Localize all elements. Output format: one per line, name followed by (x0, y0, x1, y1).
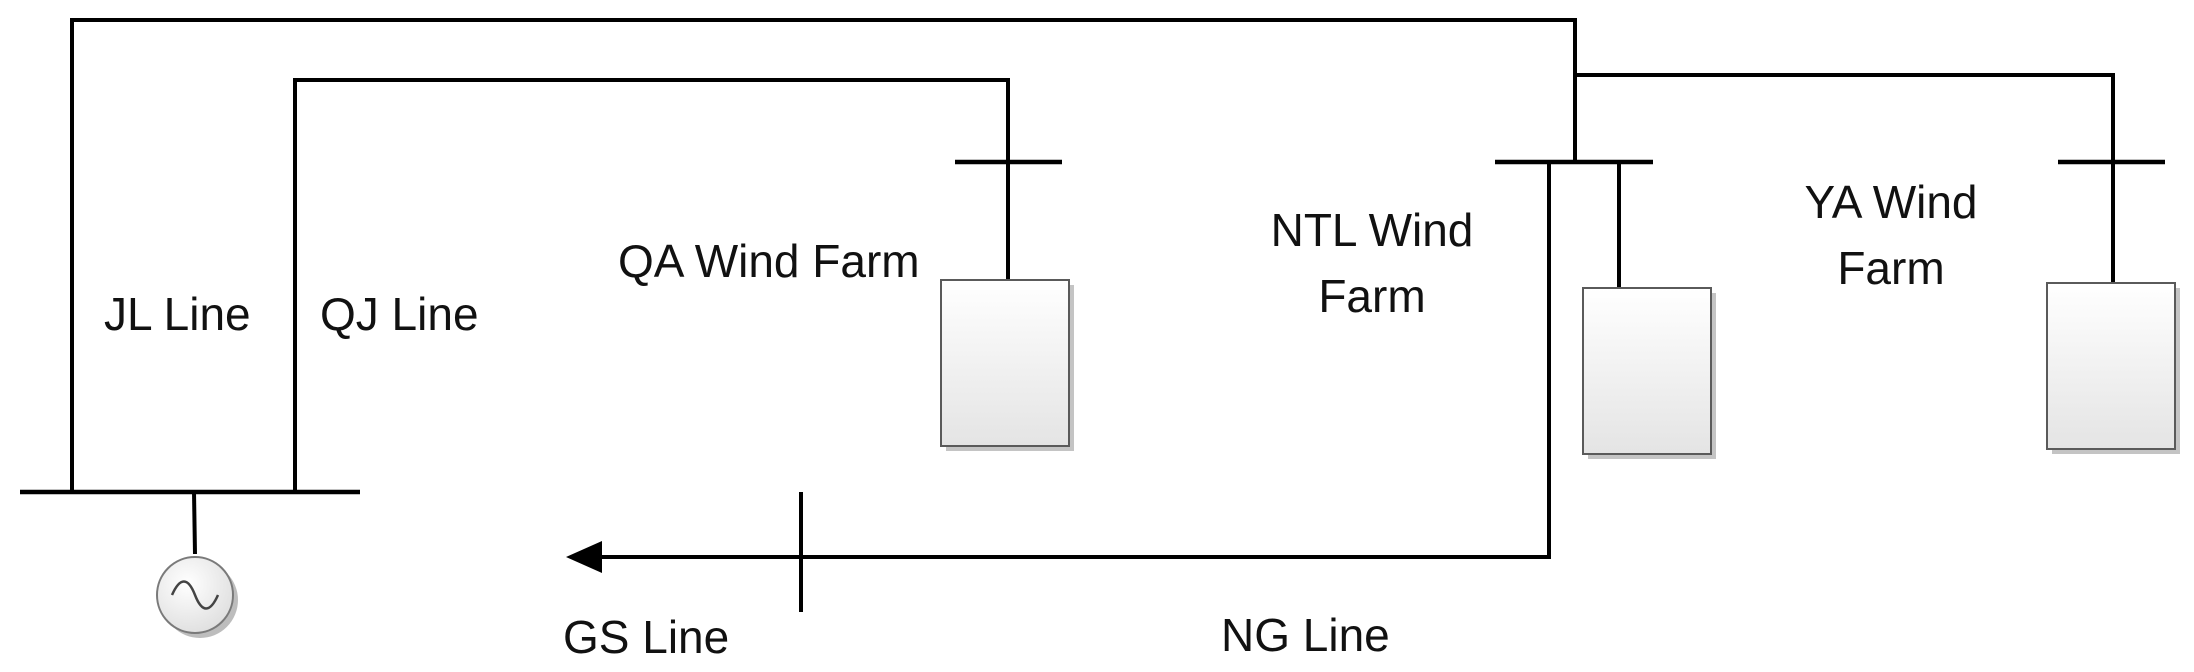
ya-wind-farm-label-line1: YA Wind (1805, 176, 1978, 228)
ng-line-label: NG Line (1221, 609, 1390, 661)
ya-connection-line (1575, 73, 2115, 162)
jl-line-label: JL Line (104, 288, 251, 340)
qj-line-label: QJ Line (320, 288, 479, 340)
generator-connector (192, 491, 197, 555)
gs-line-label: GS Line (563, 611, 729, 663)
ya-wind-farm-label-line2: Farm (1837, 242, 1944, 294)
qj-line (293, 78, 1010, 492)
qa-wind-farm-label: QA Wind Farm (618, 235, 920, 287)
ntl-wind-farm-label-line2: Farm (1318, 270, 1425, 322)
ac-generator-icon (156, 556, 238, 638)
ng-line (600, 162, 1551, 559)
ya-wind-farm-block-icon (2046, 282, 2180, 454)
ntl-wind-farm-block-icon (1582, 287, 1716, 459)
jl-line (70, 18, 1577, 492)
qa-wind-farm-block-icon (940, 279, 1074, 451)
arrow-left-icon (566, 541, 602, 573)
ntl-wind-farm-label-line1: NTL Wind (1271, 204, 1474, 256)
